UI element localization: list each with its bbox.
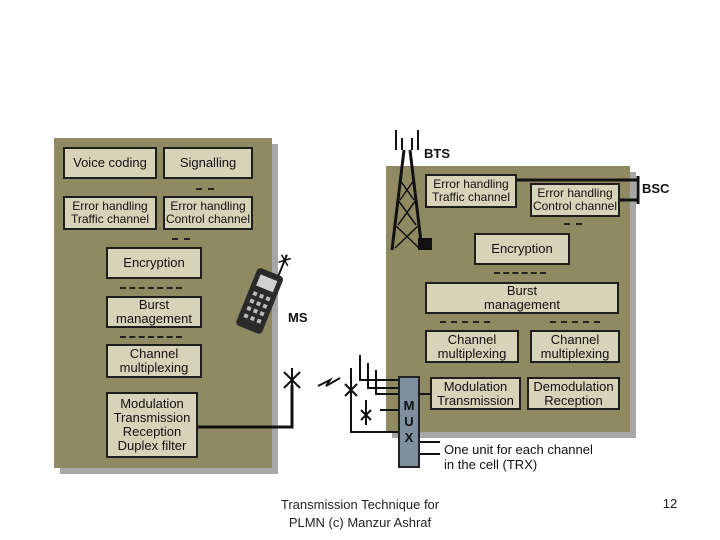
ms-burst-block: Burst management [106,296,202,328]
ms-error-control-block: Error handling Control channel [163,196,253,230]
ms-antenna-icon [283,368,301,389]
mux-letter: U [404,414,414,429]
trx-note: One unit for each channel in the cell (T… [444,442,593,472]
bts-channel-mux-block-1: Channel multiplexing [425,330,519,363]
page-number: 12 [662,496,678,511]
ms-label: MS [288,310,308,325]
bts-feed-lines [350,400,400,433]
bts-demodulation-block: Demodulation Reception [527,377,620,410]
ms-signalling-block: Signalling [163,147,253,179]
bts-dash [440,321,490,323]
ms-dash [196,188,214,190]
ms-dash [172,238,190,240]
bts-channel-mux-block-2: Channel multiplexing [530,330,620,363]
ms-error-traffic-block: Error handling Traffic channel [63,196,157,230]
bts-modulation-block: Modulation Transmission [430,377,521,410]
footer-text: Transmission Technique for PLMN (c) Manz… [280,497,440,530]
bts-error-traffic-block: Error handling Traffic channel [425,174,517,208]
mux-block: M U X [398,376,420,468]
bts-label: BTS [424,146,450,161]
bts-error-control-block: Error handling Control channel [530,183,620,217]
bts-burst-block: Burst management [425,282,619,314]
bts-antenna-icon [344,368,372,425]
ms-modulation-block: Modulation Transmission Reception Duplex… [106,392,198,458]
bts-dash [494,272,546,274]
mux-letter: M [403,398,415,413]
mobile-phone-icon [236,254,291,334]
ms-antenna-feed [198,385,294,429]
ms-dash [120,287,182,289]
mux-letter: X [404,430,414,445]
bts-dash [550,321,600,323]
ms-channel-mux-block: Channel multiplexing [106,344,202,378]
bts-dash [564,223,582,225]
ms-voice-coding-block: Voice coding [63,147,157,179]
radio-link-icon [317,377,341,387]
ms-encryption-block: Encryption [106,247,202,279]
bts-encryption-block: Encryption [474,233,570,265]
bsc-label: BSC [642,181,670,196]
bts-tower-icon [390,130,432,251]
ms-dash [120,336,182,338]
